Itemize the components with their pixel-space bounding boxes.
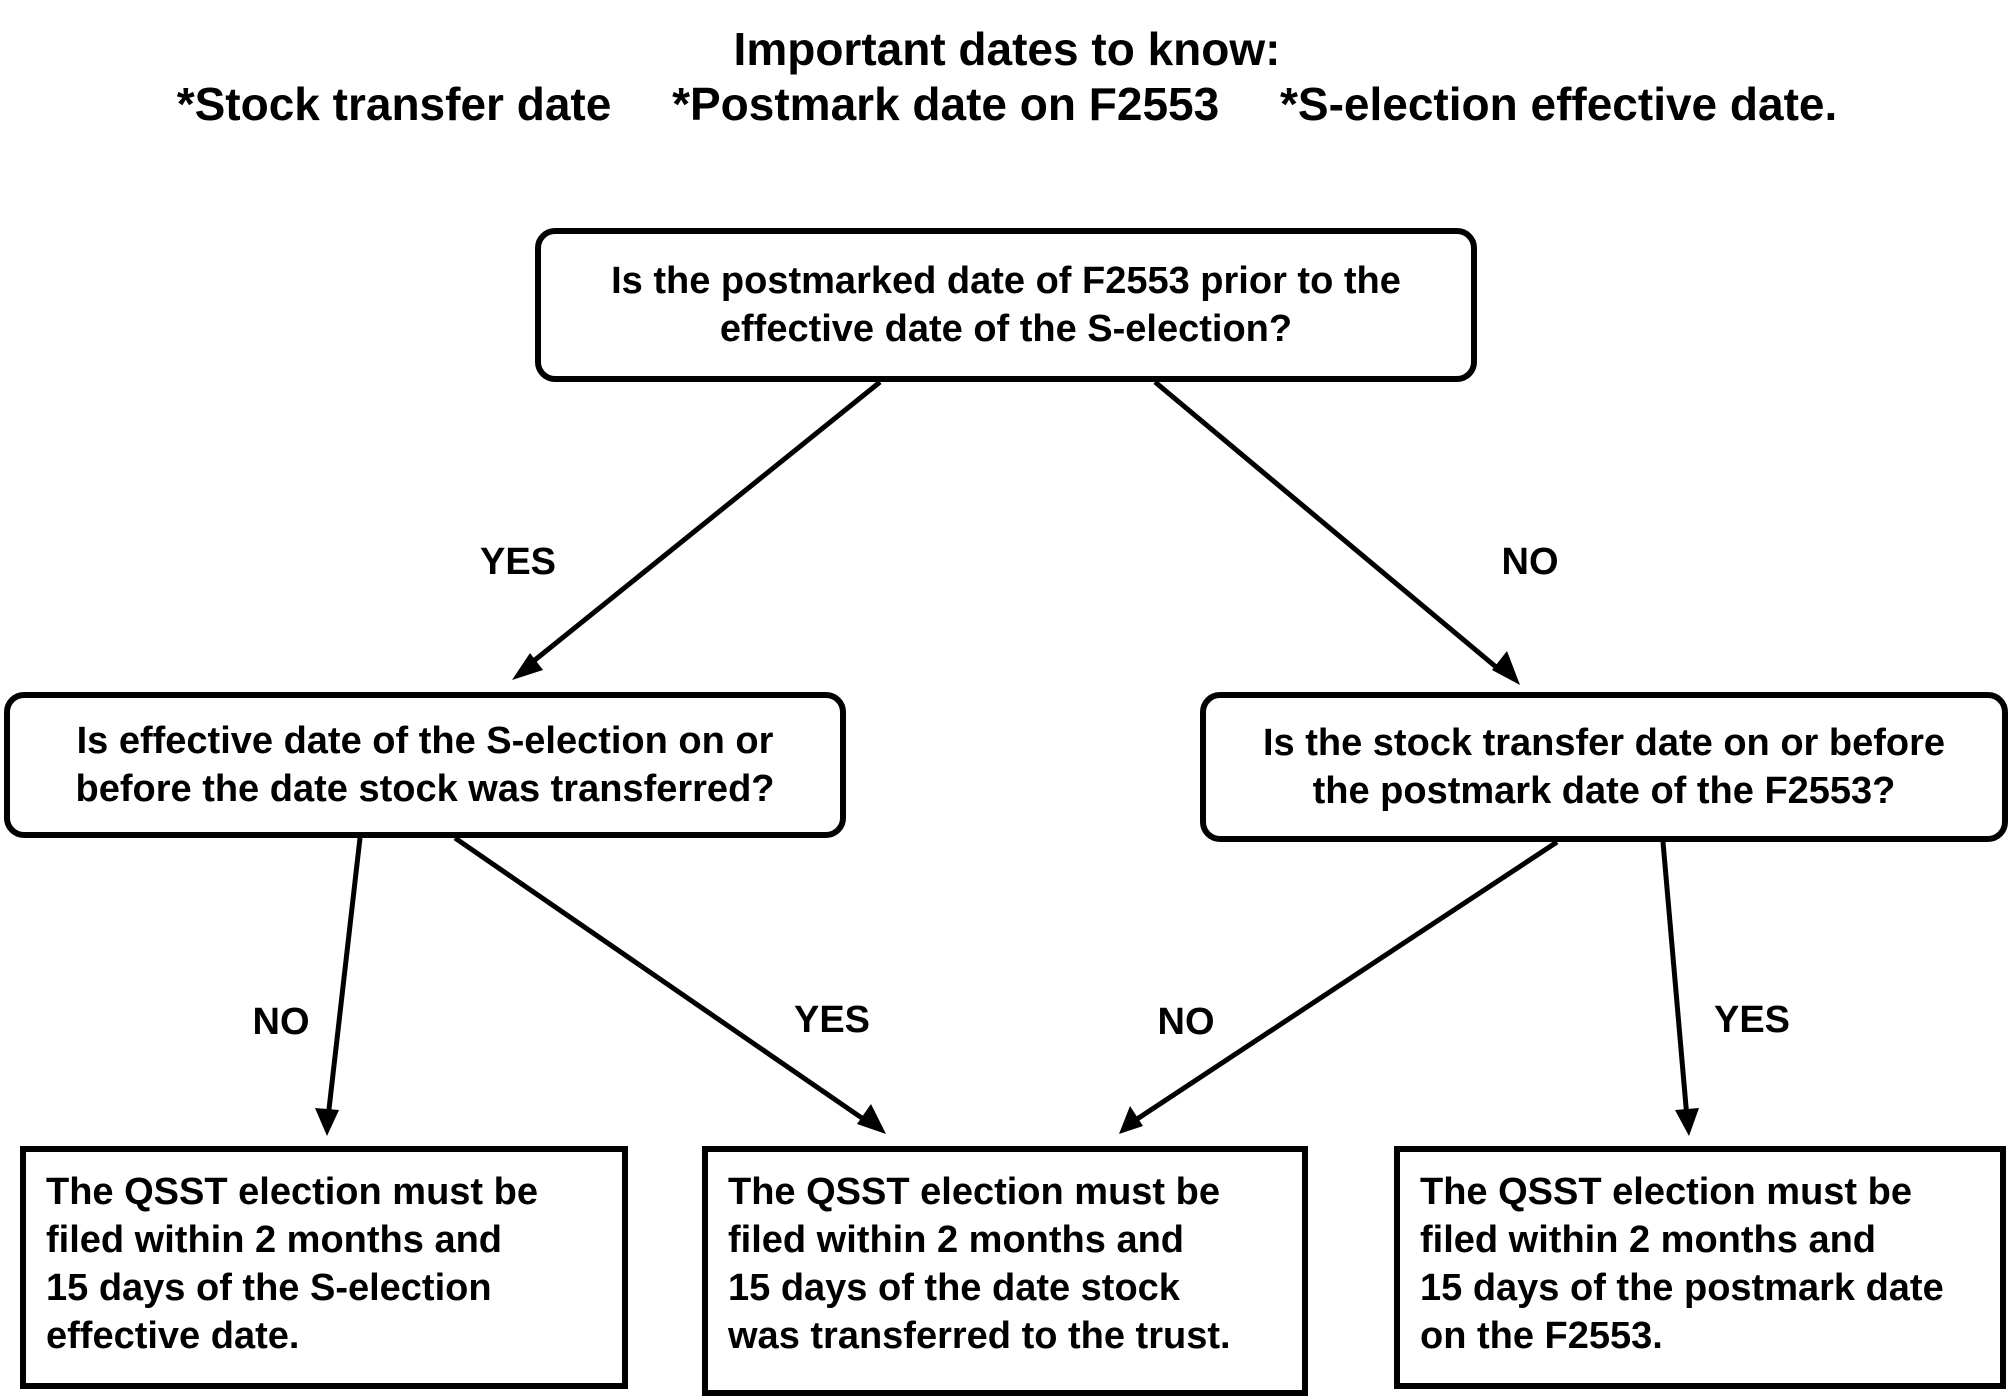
question-transfer-before-postmark: Is the stock transfer date on or before … (1200, 692, 2008, 842)
result-s-election-effective-date: The QSST election must be filed within 2… (20, 1146, 628, 1389)
date-item-postmark: *Postmark date on F2553 (672, 78, 1220, 130)
edge-top-to-right (1153, 380, 1504, 674)
result-line: The QSST election must be (1420, 1171, 1912, 1213)
edge-left-to-result-middle (453, 835, 874, 1128)
edge-right-to-result-right (1660, 841, 1690, 1119)
edge-label-no: NO (252, 1001, 310, 1043)
result-postmark-date: The QSST election must be filed within 2… (1394, 1146, 2006, 1389)
arrowhead-right-middle (1119, 1106, 1143, 1134)
date-item-s-election: *S-election effective date. (1279, 78, 1838, 130)
edge-top-to-left (518, 380, 882, 674)
question-line: before the date stock was transferred? (75, 768, 775, 810)
result-stock-transfer-date: The QSST election must be filed within 2… (702, 1146, 1308, 1396)
edge-right-to-result-middle (1126, 839, 1559, 1128)
result-line: filed within 2 months and (728, 1219, 1184, 1261)
edge-label-yes: YES (793, 999, 871, 1041)
arrowhead-left-middle (857, 1104, 886, 1134)
question-postmark-before-effective-date: Is the postmarked date of F2553 prior to… (535, 228, 1477, 382)
result-line: 15 days of the S-election (46, 1267, 492, 1309)
result-line: filed within 2 months and (46, 1219, 502, 1261)
page-title: Important dates to know: (733, 23, 1281, 75)
result-line: on the F2553. (1420, 1315, 1663, 1357)
edge-label-yes: YES (479, 541, 557, 583)
edge-label-yes: YES (1713, 999, 1791, 1041)
question-line: effective date of the S-election? (719, 308, 1293, 350)
result-line: 15 days of the date stock (728, 1267, 1180, 1309)
result-line: The QSST election must be (728, 1171, 1220, 1213)
result-line: 15 days of the postmark date (1420, 1267, 1944, 1309)
result-line: was transferred to the trust. (728, 1315, 1231, 1357)
arrowhead-left-left (315, 1108, 339, 1136)
important-dates-list: *Stock transfer date *Postmark date on F… (0, 77, 2014, 131)
arrowhead-right-right (1675, 1108, 1699, 1136)
question-line: Is the stock transfer date on or before (1262, 722, 1946, 764)
arrowhead-top-right (1492, 651, 1520, 685)
question-line: the postmark date of the F2553? (1312, 770, 1896, 812)
date-item-stock-transfer: *Stock transfer date (176, 78, 612, 130)
arrowhead-top-left (512, 653, 543, 680)
edge-left-to-result-left (325, 837, 363, 1119)
question-effective-before-transfer: Is effective date of the S-election on o… (4, 692, 846, 838)
edge-label-no: NO (1501, 541, 1559, 583)
edge-label-no: NO (1157, 1001, 1215, 1043)
result-line: effective date. (46, 1315, 300, 1357)
result-line: The QSST election must be (46, 1171, 538, 1213)
question-line: Is effective date of the S-election on o… (76, 720, 774, 762)
question-line: Is the postmarked date of F2553 prior to… (611, 260, 1401, 302)
result-line: filed within 2 months and (1420, 1219, 1876, 1261)
